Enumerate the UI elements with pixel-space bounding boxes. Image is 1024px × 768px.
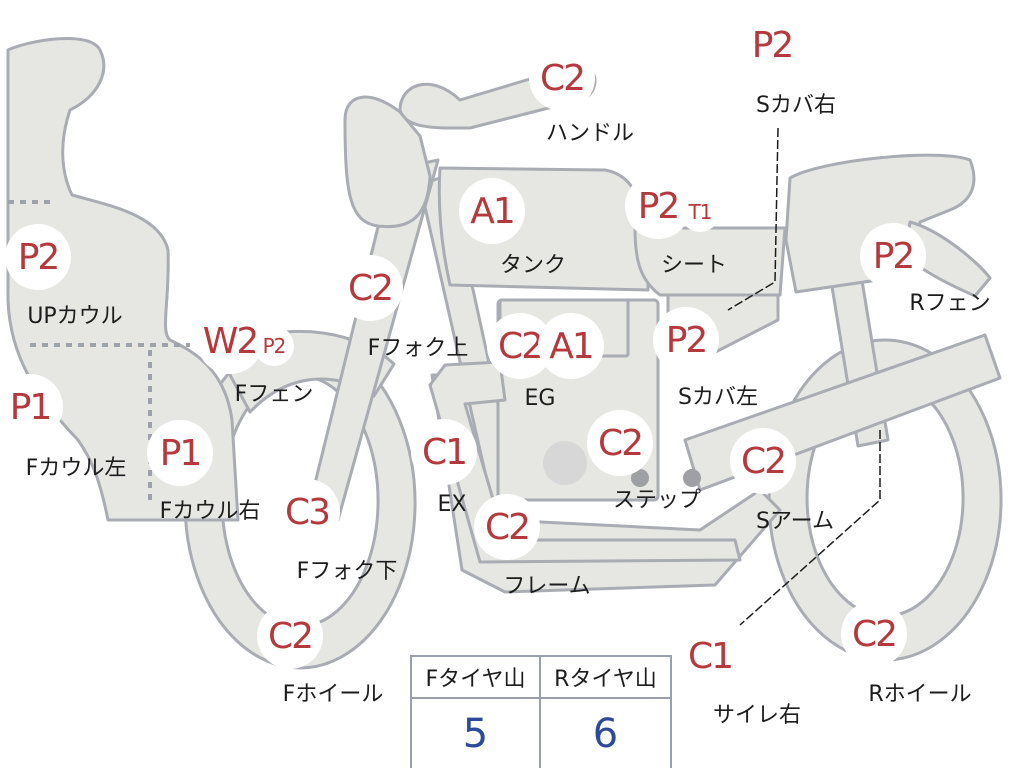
rear-tire-value: 6 (592, 710, 619, 757)
leader-line-side-cover (727, 127, 779, 311)
cowl-shape (6, 37, 240, 522)
step-peg-shape (683, 469, 701, 487)
part-label: UPカウル (27, 304, 123, 329)
part-label: Sカバ右 (756, 93, 836, 118)
part-code-badge: W2 (197, 308, 263, 374)
part-code-badge: P1 (147, 420, 213, 486)
part-code-badge: A1 (459, 178, 525, 244)
part-code-badge: C2 (587, 410, 653, 476)
part-label: Sアーム (756, 509, 834, 534)
part-label: Fフォク下 (296, 559, 398, 584)
part-code-badge: C1 (677, 623, 743, 689)
part-code-badge: P2 (739, 12, 805, 78)
step-peg-shape (631, 469, 649, 487)
engine-cover-shape (543, 441, 587, 485)
part-label: Sカバ左 (678, 385, 758, 410)
part-code-badge: C2 (474, 494, 540, 560)
part-code-badge: C2 (529, 45, 595, 111)
part-label: シート (660, 253, 728, 278)
part-label: EX (437, 492, 467, 517)
rear-tire-header: Rタイヤ山 (541, 657, 670, 699)
leader-line-muffler (739, 430, 881, 626)
part-code-badge: C1 (411, 419, 477, 485)
part-label: Rホイール (868, 682, 972, 707)
part-code-badge: C2 (337, 255, 403, 321)
tail-cowl-shape (784, 153, 976, 294)
part-label: Fフォク上 (367, 336, 469, 361)
headlight-shape (343, 95, 432, 229)
tire-tread-table: Fタイヤ山 Rタイヤ山 5 6 (410, 655, 672, 768)
part-label: ハンドル (545, 121, 635, 146)
part-code-badge: C2 (841, 601, 907, 667)
front-tire-value: 5 (412, 699, 541, 768)
part-sub-code-badge: T1 (680, 192, 720, 232)
part-sub-code-badge: P2 (254, 326, 294, 366)
part-code-badge: C2 (257, 603, 323, 669)
part-code-badge: C2 (730, 428, 796, 494)
part-label: タンク (499, 253, 567, 278)
part-label: Rフェン (909, 291, 991, 316)
part-code-badge: P2 (5, 224, 71, 290)
front-tire-header: Fタイヤ山 (412, 657, 541, 699)
part-label: フレーム (503, 574, 591, 599)
part-label: Fカウル左 (25, 456, 127, 481)
part-label: Fカウル右 (159, 499, 261, 524)
part-label: サイレ右 (712, 703, 802, 728)
part-label: EG (524, 386, 556, 411)
part-code-badge: P2 (860, 223, 926, 289)
part-code-badge: C3 (274, 479, 340, 545)
part-code-badge: C2 (487, 313, 553, 379)
part-code-badge: P1 (0, 374, 63, 440)
part-code-badge: P2 (653, 307, 719, 373)
part-sub-code-badge: A1 (538, 313, 604, 379)
part-label: ステップ (612, 488, 702, 513)
part-label: Fホイール (282, 682, 384, 707)
part-label: Fフェン (234, 382, 314, 407)
